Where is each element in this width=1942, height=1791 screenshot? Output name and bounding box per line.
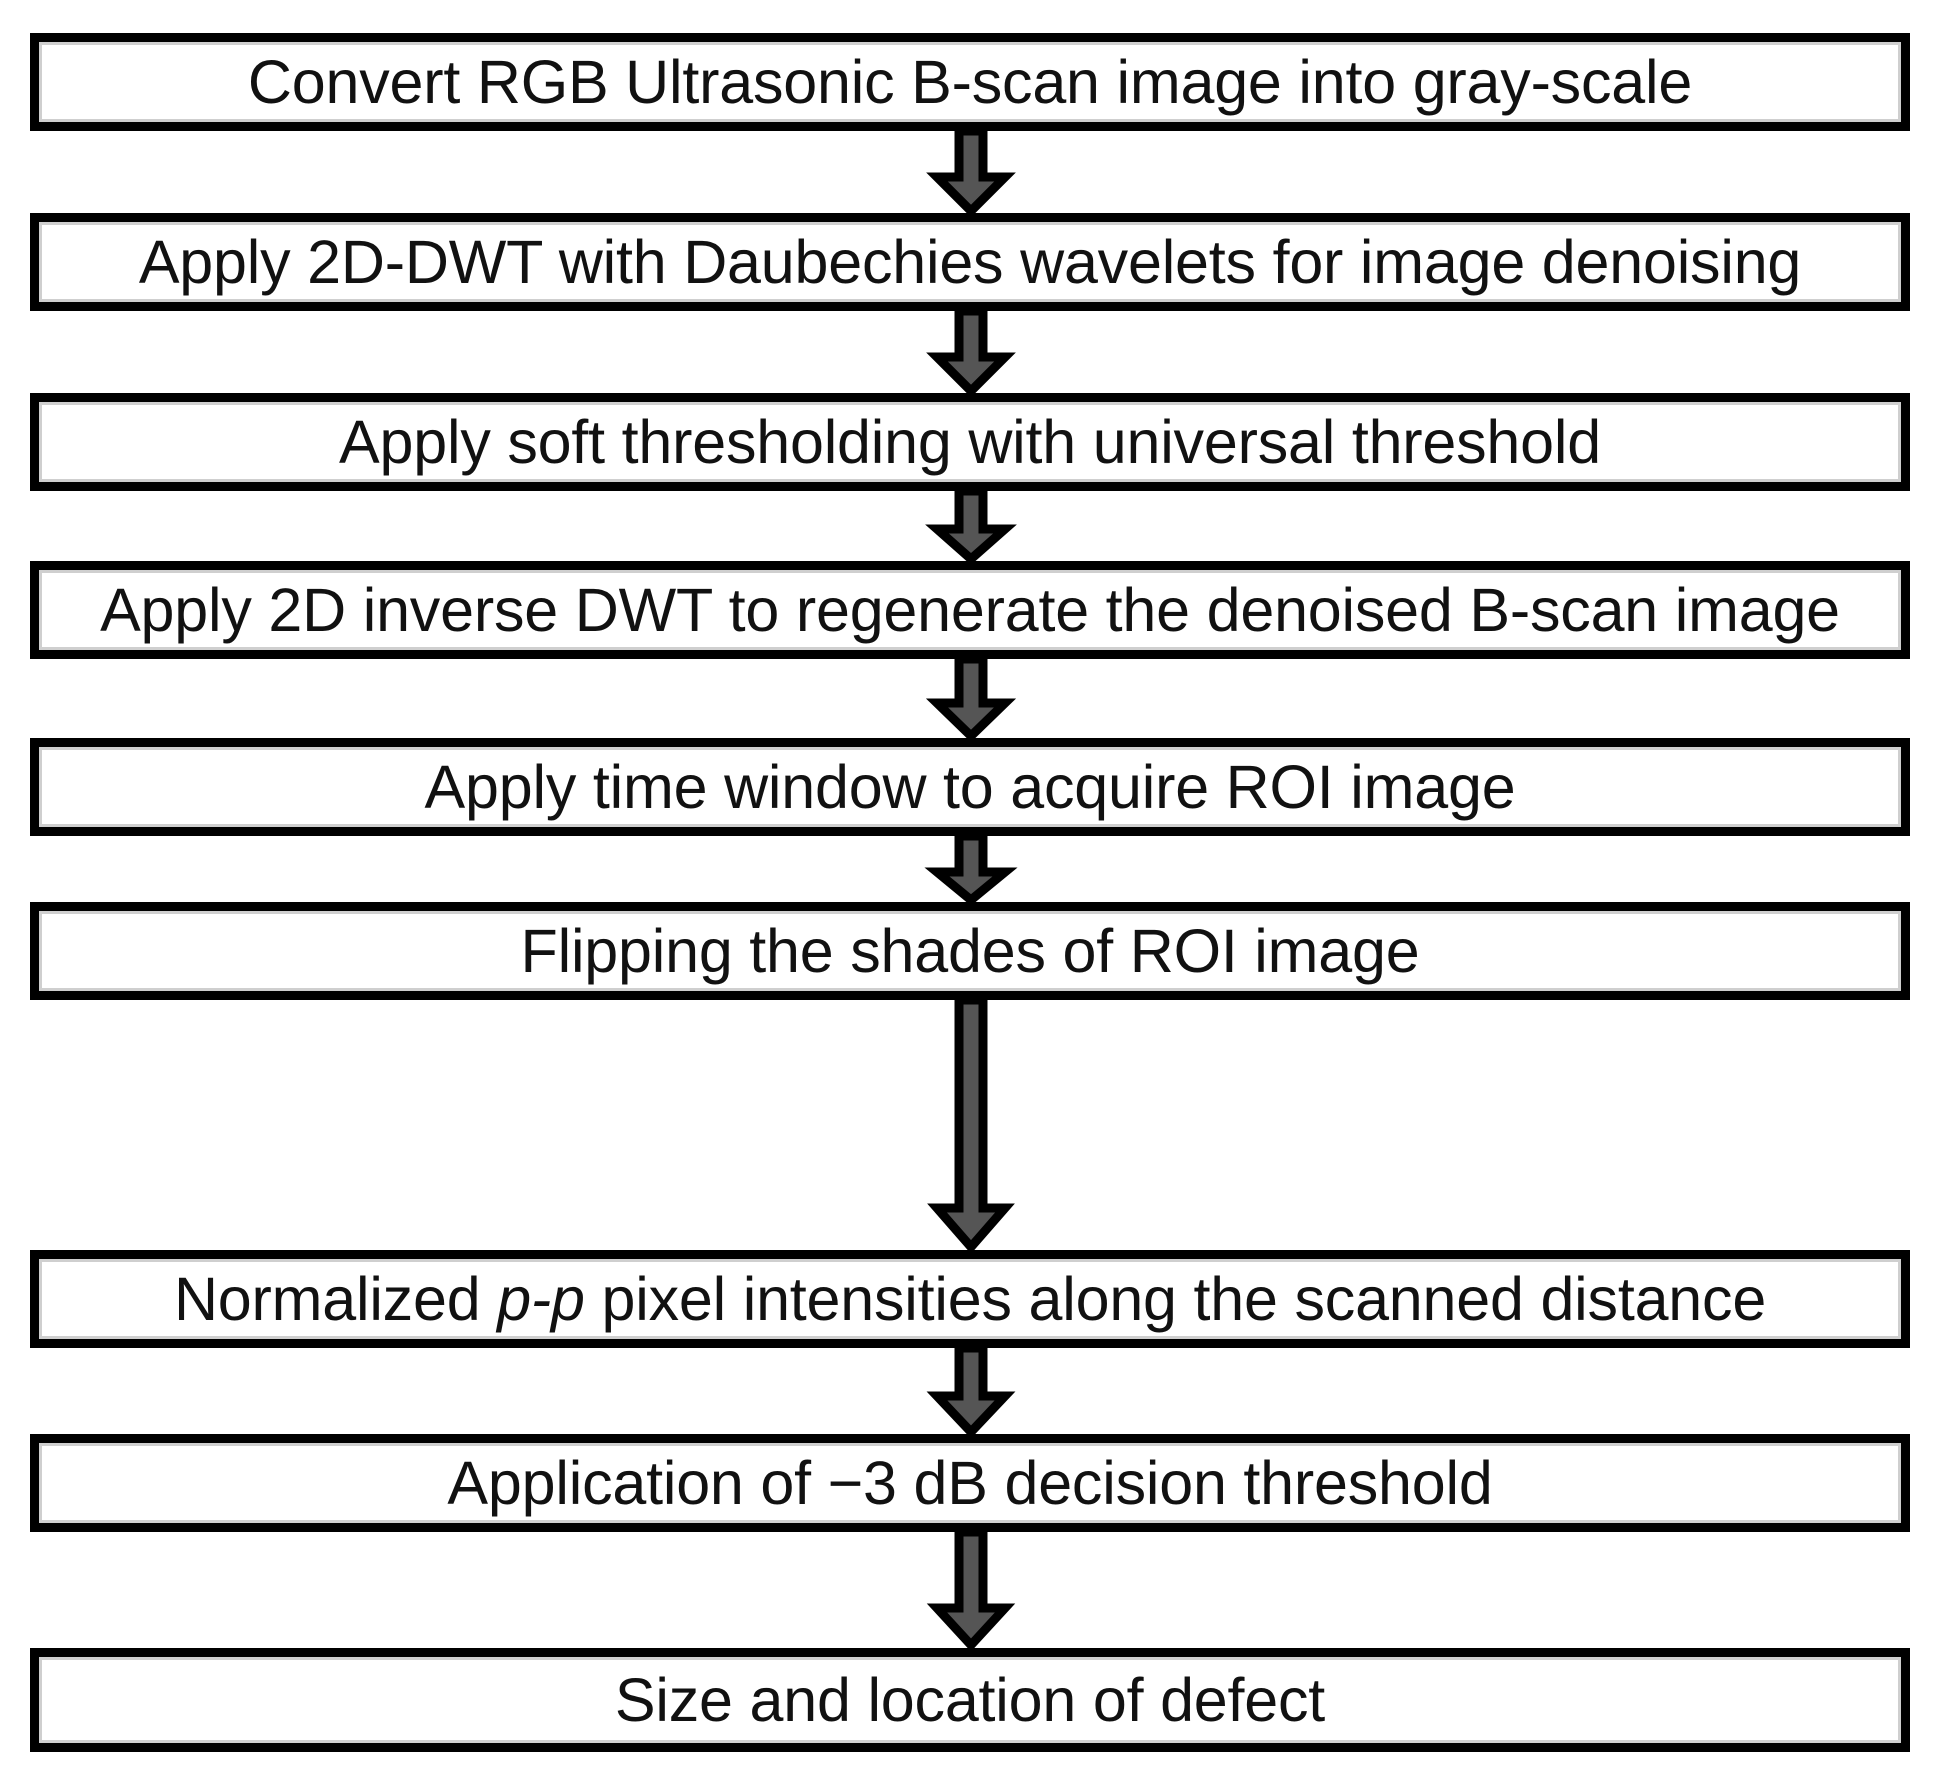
flow-node-label-post: pixel intensities along the scanned dist… [584, 1264, 1767, 1333]
flow-node-label: Flipping the shades of ROI image [520, 916, 1420, 985]
down-arrow-icon [911, 491, 1031, 561]
down-arrow-icon [911, 1348, 1031, 1434]
flow-node-step-1[interactable]: Convert RGB Ultrasonic B-scan image into… [30, 33, 1910, 131]
down-arrow-icon [911, 311, 1031, 393]
flow-node-step-6[interactable]: Flipping the shades of ROI image [30, 902, 1910, 1000]
down-arrow-icon [911, 836, 1031, 902]
flow-node-label-pre: Normalized [173, 1264, 498, 1333]
flow-node-step-3[interactable]: Apply soft thresholding with universal t… [30, 393, 1910, 491]
flow-node-label: Apply 2D inverse DWT to regenerate the d… [100, 575, 1840, 644]
down-arrow-icon [911, 1532, 1031, 1648]
flow-node-step-5[interactable]: Apply time window to acquire ROI image [30, 738, 1910, 836]
flow-node-label: Size and location of defect [614, 1665, 1326, 1734]
flow-node-label: Apply time window to acquire ROI image [424, 752, 1516, 821]
flow-node-label: Apply 2D-DWT with Daubechies wavelets fo… [138, 227, 1802, 296]
down-arrow-icon [911, 1000, 1031, 1250]
flow-node-label: Convert RGB Ultrasonic B-scan image into… [247, 47, 1693, 116]
flow-node-step-2[interactable]: Apply 2D-DWT with Daubechies wavelets fo… [30, 213, 1910, 311]
flow-node-step-8[interactable]: Application of −3 dB decision threshold [30, 1434, 1910, 1532]
down-arrow-icon [911, 659, 1031, 738]
flow-node-step-4[interactable]: Apply 2D inverse DWT to regenerate the d… [30, 561, 1910, 659]
down-arrow-icon [911, 131, 1031, 213]
flow-node-label: Normalized p-p pixel intensities along t… [174, 1267, 1766, 1331]
flow-node-step-9[interactable]: Size and location of defect [30, 1648, 1910, 1752]
flow-node-step-7[interactable]: Normalized p-p pixel intensities along t… [30, 1250, 1910, 1348]
flow-node-label-emphasis: p-p [497, 1264, 585, 1333]
flow-node-label: Apply soft thresholding with universal t… [339, 407, 1601, 476]
flow-node-label: Application of −3 dB decision threshold [447, 1448, 1493, 1517]
